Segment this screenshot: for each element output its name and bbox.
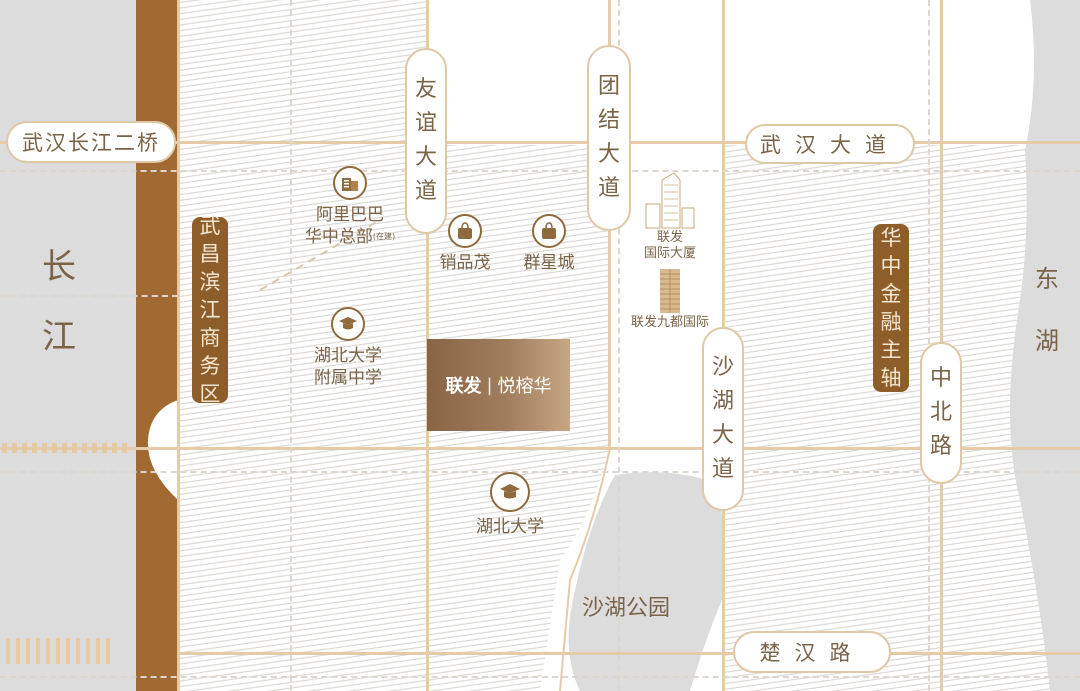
tower-icon [660, 269, 680, 313]
poi-label: 销品茂 [439, 253, 491, 273]
shopping-bag-icon [532, 214, 566, 248]
graduation-cap-icon [331, 307, 365, 341]
poi-label: 湖北大学 [314, 346, 382, 366]
railway-marks [2, 443, 130, 453]
wuchang-riverside-cbd-tag[interactable]: 武 昌 滨 江 商 务 区 [192, 214, 228, 406]
dashed-line [618, 0, 620, 691]
chuhan-road-label[interactable]: 楚汉路 [733, 631, 891, 673]
dashed-line [0, 170, 1080, 172]
yangtze-river [0, 0, 136, 691]
dashed-line [0, 676, 1080, 678]
dashed-line [290, 0, 292, 691]
riverbank-strip [136, 0, 178, 691]
tuanjie-avenue-label[interactable]: 团 结 大 道 [587, 45, 631, 231]
shahu-park-label: 沙湖公园 [582, 596, 671, 621]
poi-lianfa-tower[interactable]: 联发 国际大厦 [630, 170, 710, 262]
project-marker[interactable]: 联发 | 悦榕华 [427, 339, 570, 431]
poi-label: 联发 [656, 230, 683, 245]
poi-alibaba[interactable]: 阿里巴巴 华中总部(在建) [290, 166, 410, 248]
east-lake [1010, 0, 1080, 691]
dashed-line [0, 295, 178, 297]
project-brand: 联发 [445, 376, 482, 397]
road-bridge [0, 141, 1080, 144]
dashed-line [0, 471, 1080, 473]
project-name: 悦榕华 [497, 376, 552, 397]
shahu-park-water [568, 472, 722, 691]
poi-xiaopinmao[interactable]: 销品茂 [425, 214, 505, 274]
central-finance-axis-tag[interactable]: 华 中 金 融 主 轴 [873, 224, 909, 392]
poi-label: 群星城 [523, 253, 575, 273]
graduation-cap-icon [490, 472, 530, 512]
shopping-bag-icon [448, 214, 482, 248]
yangtze-label: 长 江 [42, 247, 76, 357]
shahu-avenue-label[interactable]: 沙 湖 大 道 [702, 327, 744, 511]
youyi-avenue-label[interactable]: 友 谊 大 道 [405, 48, 447, 234]
poi-hubei-university[interactable]: 湖北大学 [460, 472, 560, 538]
zhongbei-road-label[interactable]: 中 北 路 [920, 342, 962, 484]
railway-marks [6, 638, 110, 664]
poi-label: 湖北大学 [476, 517, 544, 537]
poi-qunxingcheng[interactable]: 群星城 [509, 214, 589, 274]
poi-label: 国际大厦 [643, 246, 696, 261]
skyscraper-icon [645, 172, 695, 229]
road-river-edge [177, 0, 180, 691]
road-main-horizontal [0, 447, 1080, 450]
office-building-icon [333, 166, 367, 200]
poi-hubei-univ-high-school[interactable]: 湖北大学 附属中学 [288, 307, 408, 389]
poi-label: 华中总部(在建) [304, 227, 396, 247]
poi-label: 联发九都国际 [630, 315, 709, 330]
east-lake-label: 东 湖 [1035, 265, 1059, 355]
bridge-road-label[interactable]: 武汉长江二桥 [6, 121, 176, 163]
poi-label: 阿里巴巴 [316, 205, 384, 225]
poi-lianfa-jiudu[interactable]: 联发九都国际 [620, 268, 720, 332]
wuhan-avenue-label[interactable]: 武汉大道 [745, 124, 915, 164]
road-chuhan [178, 652, 1080, 655]
project-separator: | [486, 374, 493, 396]
poi-label: 附属中学 [314, 368, 382, 388]
